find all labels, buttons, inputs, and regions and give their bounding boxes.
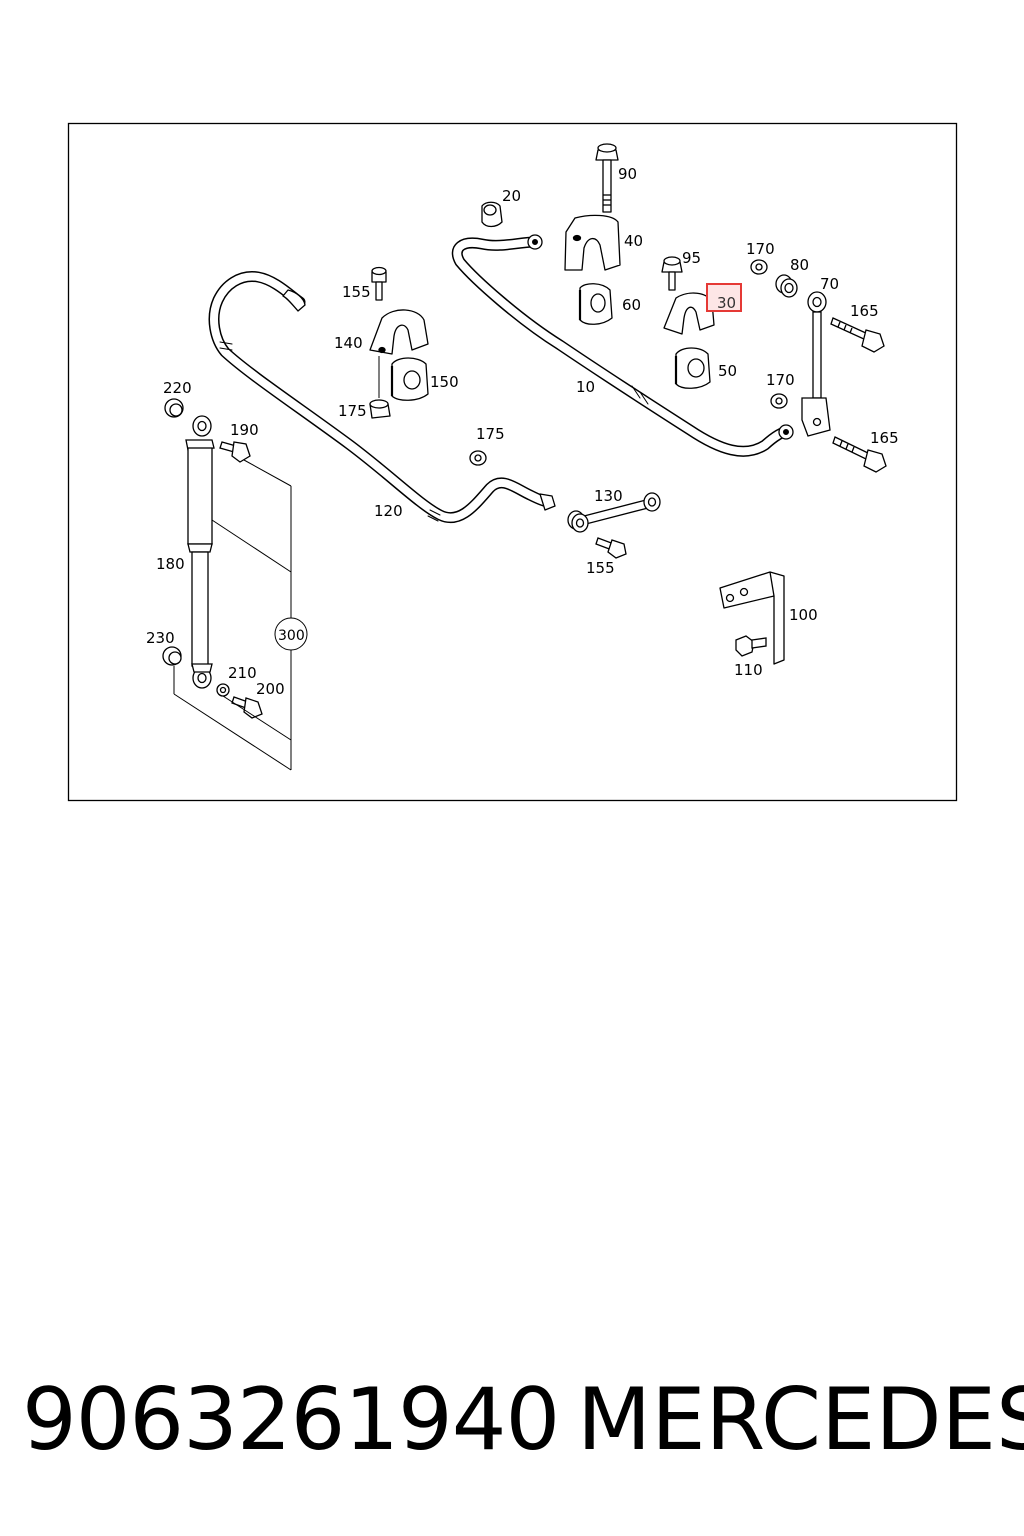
clamp-assembly-right — [661, 256, 715, 389]
bracket-100 — [719, 571, 785, 665]
callout-230[interactable]: 230 — [146, 629, 175, 647]
callout-155-upper[interactable]: 155 — [342, 283, 371, 301]
callout-100[interactable]: 100 — [789, 606, 818, 624]
bushing-20 — [481, 201, 503, 228]
stabilizer-bar-rear — [451, 234, 794, 457]
callout-170-lower[interactable]: 170 — [766, 371, 795, 389]
clamp-assembly-upper — [564, 143, 621, 325]
callout-80[interactable]: 80 — [790, 256, 809, 274]
brand-name: MERCEDES — [577, 1370, 1024, 1470]
callout-120[interactable]: 120 — [374, 502, 403, 520]
callout-70[interactable]: 70 — [820, 275, 839, 293]
callout-175-mid[interactable]: 175 — [476, 425, 505, 443]
part-number: 9063261940 — [22, 1370, 560, 1470]
callout-10[interactable]: 10 — [576, 378, 595, 396]
stabilizer-bar-front — [208, 271, 556, 524]
callout-180[interactable]: 180 — [156, 555, 185, 573]
diagram-frame — [67, 122, 958, 802]
product-caption: 9063261940 MERCEDES — [22, 1360, 1024, 1480]
bolt-155-lower — [595, 537, 627, 559]
callout-labels: 90 20 40 95 170 80 70 30 165 155 60 140 … — [146, 165, 899, 698]
callout-30[interactable]: 30 — [717, 294, 736, 312]
coupling-rod-70 — [801, 291, 831, 437]
callout-50[interactable]: 50 — [718, 362, 737, 380]
washer-230 — [162, 646, 182, 666]
callout-110[interactable]: 110 — [734, 661, 763, 679]
callout-140[interactable]: 140 — [334, 334, 363, 352]
highlight-box-30 — [706, 283, 742, 312]
shock-absorber-180 — [185, 415, 215, 689]
bolt-110 — [735, 635, 767, 657]
callout-60[interactable]: 60 — [622, 296, 641, 314]
callout-40[interactable]: 40 — [624, 232, 643, 250]
callout-175-left[interactable]: 175 — [338, 402, 367, 420]
bolt-165-lower — [832, 436, 887, 473]
bolt-190 — [219, 441, 251, 463]
bolt-165-upper — [830, 317, 885, 353]
callout-300[interactable]: 300 — [278, 628, 305, 644]
washer-220 — [164, 398, 184, 418]
callout-130[interactable]: 130 — [594, 487, 623, 505]
callout-190[interactable]: 190 — [230, 421, 259, 439]
clamp-assembly-left — [369, 266, 429, 419]
callout-90[interactable]: 90 — [618, 165, 637, 183]
washer-210 — [216, 683, 230, 697]
callout-150[interactable]: 150 — [430, 373, 459, 391]
callout-170-upper[interactable]: 170 — [746, 240, 775, 258]
coupling-rod-130 — [567, 492, 661, 533]
callout-20[interactable]: 20 — [502, 187, 521, 205]
callout-155-lower[interactable]: 155 — [586, 559, 615, 577]
callout-165-lower[interactable]: 165 — [870, 429, 899, 447]
callout-165-upper[interactable]: 165 — [850, 302, 879, 320]
set-300-bracket — [173, 459, 308, 771]
callout-200[interactable]: 200 — [256, 680, 285, 698]
washer-170-upper — [750, 259, 768, 275]
washer-170-lower — [770, 393, 788, 409]
callout-95[interactable]: 95 — [682, 249, 701, 267]
bolt-200 — [231, 696, 263, 719]
nut-175-mid — [469, 450, 487, 466]
callout-220[interactable]: 220 — [163, 379, 192, 397]
bushing-80 — [775, 274, 798, 298]
callout-210[interactable]: 210 — [228, 664, 257, 682]
parts-diagram: 90 20 40 95 170 80 70 30 165 155 60 140 … — [67, 122, 958, 802]
